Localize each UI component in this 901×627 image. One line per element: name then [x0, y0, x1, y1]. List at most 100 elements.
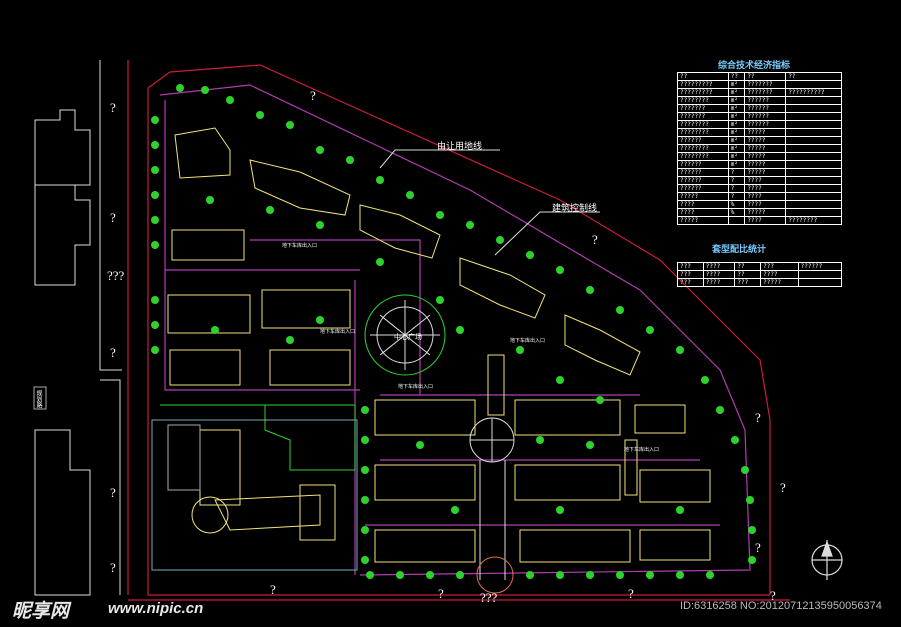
table-cell: ?????? [677, 160, 729, 169]
table-cell: m² [727, 136, 746, 145]
table-cell: ???? [677, 208, 729, 217]
table-cell: m² [727, 128, 746, 137]
table-cell: ?????? [744, 120, 787, 129]
table-cell: ?? [727, 72, 746, 81]
internal-roads [159, 84, 751, 576]
table-row: ???????m²?????? [677, 104, 842, 113]
table-cell [785, 160, 842, 169]
table-cell: m² [727, 120, 746, 129]
garage-entrance-label: 地下车库出入口 [282, 243, 318, 249]
question-mark: ? [780, 480, 786, 495]
table-cell: ??? [677, 262, 704, 271]
table-cell [785, 208, 842, 217]
table-cell [785, 104, 842, 113]
table-cell: ?? [734, 270, 762, 279]
table-cell [785, 192, 842, 201]
red-lines [127, 60, 790, 601]
table-cell [785, 152, 842, 161]
question-mark: ? [110, 210, 116, 225]
table-cell: % [727, 208, 746, 217]
table-row: ????????m²?????? [677, 96, 842, 105]
table-cell: ????????? [677, 88, 729, 97]
table-cell: ??? [677, 278, 704, 287]
table-cell: ???? [744, 184, 787, 193]
table-row: ?????????m²????????????????? [677, 88, 842, 97]
left-side-label: 规划路 [35, 390, 42, 408]
question-mark: ? [755, 410, 761, 425]
table-cell [785, 168, 842, 177]
watermark-logo: 昵享网 [12, 600, 70, 622]
buildings [167, 127, 711, 563]
table-row: ???????m²?????? [677, 112, 842, 121]
watermark-id: ID:6316258 NO:20120712135950056374 [680, 600, 882, 612]
question-mark: ? [438, 586, 444, 601]
table-cell: m² [727, 88, 746, 97]
central-plaza [364, 294, 515, 594]
watermark-url: www.nipic.cn [108, 600, 204, 617]
table-row: ????????m²????? [677, 128, 842, 137]
table-row: ????????????? [677, 270, 843, 279]
table-cell: ????? [677, 192, 729, 201]
table-cell [785, 96, 842, 105]
table-cell: ?????? [677, 136, 729, 145]
table-row: ????%????? [677, 208, 842, 217]
table-cell: ?? [785, 72, 842, 81]
table-cell [785, 184, 842, 193]
table-cell: ?????? [677, 184, 729, 193]
table-row: ??????????????? [677, 278, 843, 287]
trees [151, 84, 756, 579]
question-mark: ? [770, 588, 776, 603]
table-cell: ?????? [744, 96, 787, 105]
table-cell: ??????? [677, 112, 729, 121]
table-cell: ???????? [677, 144, 729, 153]
question-mark: ? [110, 345, 116, 360]
garage-entrance-label: 地下车库出入口 [398, 384, 434, 390]
question-mark: ? [628, 586, 634, 601]
table-row: ????????????????? [677, 216, 842, 225]
table-cell: ??????? [744, 80, 787, 89]
unit-table-title: 套型配比统计 [712, 245, 767, 255]
table-row: ????%???? [677, 200, 842, 209]
table-cell: ????? [744, 168, 787, 177]
table-cell: m² [727, 112, 746, 121]
table-cell [785, 80, 842, 89]
question-mark: ? [310, 88, 316, 103]
table-cell: ?????? [744, 104, 787, 113]
center-plaza-label: 中心广场 [394, 333, 422, 341]
table-cell: ? [727, 192, 746, 201]
school-site [151, 404, 358, 571]
garage-entrance-label: 地下车库出入口 [624, 447, 660, 453]
table-cell: ???????? [677, 152, 729, 161]
question-mark: ? [592, 232, 598, 247]
table-cell: ?????????? [785, 88, 842, 97]
table-cell: ??????? [744, 88, 787, 97]
table-row: ?????????? [677, 192, 842, 201]
table-cell: ???????? [785, 216, 842, 225]
table-row: ??????????? [677, 184, 842, 193]
table-cell: ?? [677, 72, 729, 81]
table-cell: ???? [702, 278, 736, 287]
question-mark: ? [270, 582, 276, 597]
table-cell [785, 200, 842, 209]
question-mark: ? [110, 560, 116, 575]
table-row: ?????????????????? [677, 262, 843, 271]
table-cell [785, 176, 842, 185]
table-cell: ????? [744, 152, 787, 161]
table-cell: ???? [677, 200, 729, 209]
table-cell: ???????? [677, 120, 729, 129]
table-row: ??????m²????? [677, 136, 842, 145]
table-row: ????????m²?????? [677, 120, 842, 129]
table-cell: ???? [702, 270, 736, 279]
building-line-label: 建筑控制线 [552, 204, 598, 214]
table-cell: ?? [744, 72, 787, 81]
table-cell [785, 112, 842, 121]
table-cell [785, 120, 842, 129]
unit-table: ????????????????????????????????????????… [677, 262, 843, 287]
table-cell [785, 136, 842, 145]
table-cell: m² [727, 144, 746, 153]
table-cell: ???? [702, 262, 736, 271]
left-road-label: ??? [107, 268, 125, 283]
table-cell [727, 216, 746, 225]
table-cell: ????? [760, 278, 799, 287]
